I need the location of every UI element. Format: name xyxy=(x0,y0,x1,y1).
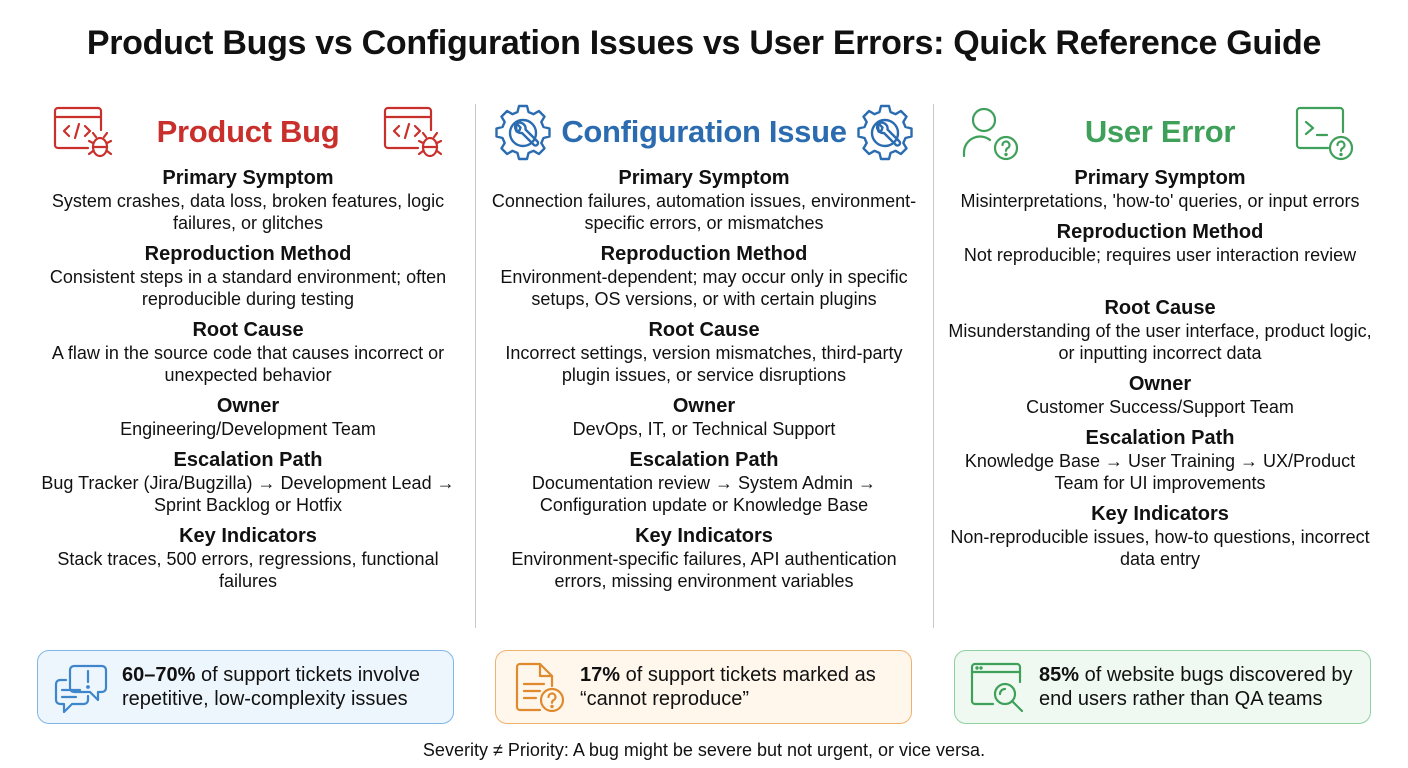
section-text: Stack traces, 500 errors, regressions, f… xyxy=(57,549,439,591)
section-label: Key Indicators xyxy=(635,525,773,547)
stat-box-support-tickets: 60–70% of support tickets involve repeti… xyxy=(37,650,454,724)
section-label: Escalation Path xyxy=(173,449,323,471)
section-text: Not reproducible; requires user interact… xyxy=(963,245,1357,265)
column-header: Configuration Issue xyxy=(484,98,924,166)
column-divider xyxy=(933,104,934,628)
stat-text: 60–70% of support tickets involve repeti… xyxy=(122,663,453,711)
section-label: Reproduction Method xyxy=(144,243,352,265)
column-user-error: User Error Primary Symptom Misinterpreta… xyxy=(940,98,1380,578)
column-title: User Error xyxy=(1084,114,1236,149)
column-divider xyxy=(475,104,476,628)
stat-text: 17% of support tickets marked as “cannot… xyxy=(580,663,911,711)
section-primary-symptom: Primary Symptom Connection failures, aut… xyxy=(484,166,924,234)
gear-wrench-icon xyxy=(495,104,551,161)
footer-note: Severity ≠ Priority: A bug might be seve… xyxy=(422,740,986,760)
section-text: Misunderstanding of the user interface, … xyxy=(948,321,1372,363)
section-label: Key Indicators xyxy=(1091,503,1229,525)
section-label: Primary Symptom xyxy=(618,167,790,189)
section-reproduction-method: Reproduction Method Not reproducible; re… xyxy=(940,220,1380,266)
column-configuration-issue: Configuration Issue Primary Symptom Conn… xyxy=(484,98,924,600)
document-question-icon xyxy=(515,662,565,713)
user-question-icon xyxy=(962,107,1019,161)
section-escalation-path: Escalation Path Documentation review → S… xyxy=(484,448,924,516)
section-text: System crashes, data loss, broken featur… xyxy=(51,191,445,233)
gear-wrench-icon xyxy=(857,104,913,161)
section-label: Primary Symptom xyxy=(162,167,334,189)
column-title: Product Bug xyxy=(156,114,340,149)
section-label: Key Indicators xyxy=(179,525,317,547)
section-label: Reproduction Method xyxy=(1056,221,1264,243)
section-text: A flaw in the source code that causes in… xyxy=(51,343,445,385)
terminal-question-icon xyxy=(1295,106,1354,161)
column-title: Configuration Issue xyxy=(561,114,847,149)
section-escalation-path: Escalation Path Knowledge Base → User Tr… xyxy=(940,426,1380,494)
section-label: Escalation Path xyxy=(1085,427,1235,449)
code-bug-icon xyxy=(53,106,113,158)
section-text: Misinterpretations, 'how-to' queries, or… xyxy=(960,191,1360,211)
section-text: Incorrect settings, version mismatches, … xyxy=(505,343,903,385)
stat-description: of support tickets involve repetitive, l… xyxy=(122,664,420,710)
section-text: Documentation review → System Admin → Co… xyxy=(531,473,877,515)
section-root-cause: Root Cause Misunderstanding of the user … xyxy=(940,296,1380,364)
section-text: Customer Success/Support Team xyxy=(1026,397,1294,417)
section-label: Root Cause xyxy=(1104,297,1216,319)
section-label: Root Cause xyxy=(648,319,760,341)
section-reproduction-method: Reproduction Method Consistent steps in … xyxy=(28,242,468,310)
stat-value: 60–70% xyxy=(122,664,196,686)
section-key-indicators: Key Indicators Stack traces, 500 errors,… xyxy=(28,524,468,592)
section-owner: Owner Engineering/Development Team xyxy=(28,394,468,440)
section-primary-symptom: Primary Symptom System crashes, data los… xyxy=(28,166,468,234)
stat-box-website-bugs: 85% of website bugs discovered by end us… xyxy=(954,650,1371,724)
column-product-bug: Product Bug Primary Symptom System crash… xyxy=(28,98,468,600)
chat-alert-icon xyxy=(54,664,108,714)
code-bug-icon xyxy=(383,106,443,158)
stat-value: 85% xyxy=(1039,664,1080,686)
section-label: Root Cause xyxy=(192,319,304,341)
stat-description: of support tickets marked as “cannot rep… xyxy=(580,664,876,710)
section-text: Non-reproducible issues, how-to question… xyxy=(950,527,1370,569)
section-text: Environment-dependent; may occur only in… xyxy=(500,267,908,309)
section-text: Consistent steps in a standard environme… xyxy=(49,267,447,309)
section-label: Owner xyxy=(216,395,280,417)
section-label: Owner xyxy=(1128,373,1192,395)
stat-description: of website bugs discovered by end users … xyxy=(1039,664,1353,710)
page-title: Product Bugs vs Configuration Issues vs … xyxy=(86,24,1322,62)
section-label: Owner xyxy=(672,395,736,417)
section-label: Reproduction Method xyxy=(600,243,808,265)
section-text: Bug Tracker (Jira/Bugzilla) → Developmen… xyxy=(41,473,455,515)
stat-text: 85% of website bugs discovered by end us… xyxy=(1039,663,1370,711)
section-text: DevOps, IT, or Technical Support xyxy=(572,419,836,439)
section-key-indicators: Key Indicators Non-reproducible issues, … xyxy=(940,502,1380,570)
section-primary-symptom: Primary Symptom Misinterpretations, 'how… xyxy=(940,166,1380,212)
section-label: Primary Symptom xyxy=(1074,167,1246,189)
column-header: Product Bug xyxy=(28,98,468,166)
section-text: Environment-specific failures, API authe… xyxy=(511,549,897,591)
section-text: Knowledge Base → User Training → UX/Prod… xyxy=(964,451,1356,493)
browser-search-icon xyxy=(970,662,1024,713)
column-header: User Error xyxy=(940,98,1380,166)
section-escalation-path: Escalation Path Bug Tracker (Jira/Bugzil… xyxy=(28,448,468,516)
stat-box-cannot-reproduce: 17% of support tickets marked as “cannot… xyxy=(495,650,912,724)
section-root-cause: Root Cause A flaw in the source code tha… xyxy=(28,318,468,386)
section-root-cause: Root Cause Incorrect settings, version m… xyxy=(484,318,924,386)
section-text: Engineering/Development Team xyxy=(120,419,376,439)
section-text: Connection failures, automation issues, … xyxy=(491,191,917,233)
section-reproduction-method: Reproduction Method Environment-dependen… xyxy=(484,242,924,310)
section-owner: Owner Customer Success/Support Team xyxy=(940,372,1380,418)
section-key-indicators: Key Indicators Environment-specific fail… xyxy=(484,524,924,592)
section-owner: Owner DevOps, IT, or Technical Support xyxy=(484,394,924,440)
stat-value: 17% xyxy=(580,664,621,686)
section-label: Escalation Path xyxy=(629,449,779,471)
